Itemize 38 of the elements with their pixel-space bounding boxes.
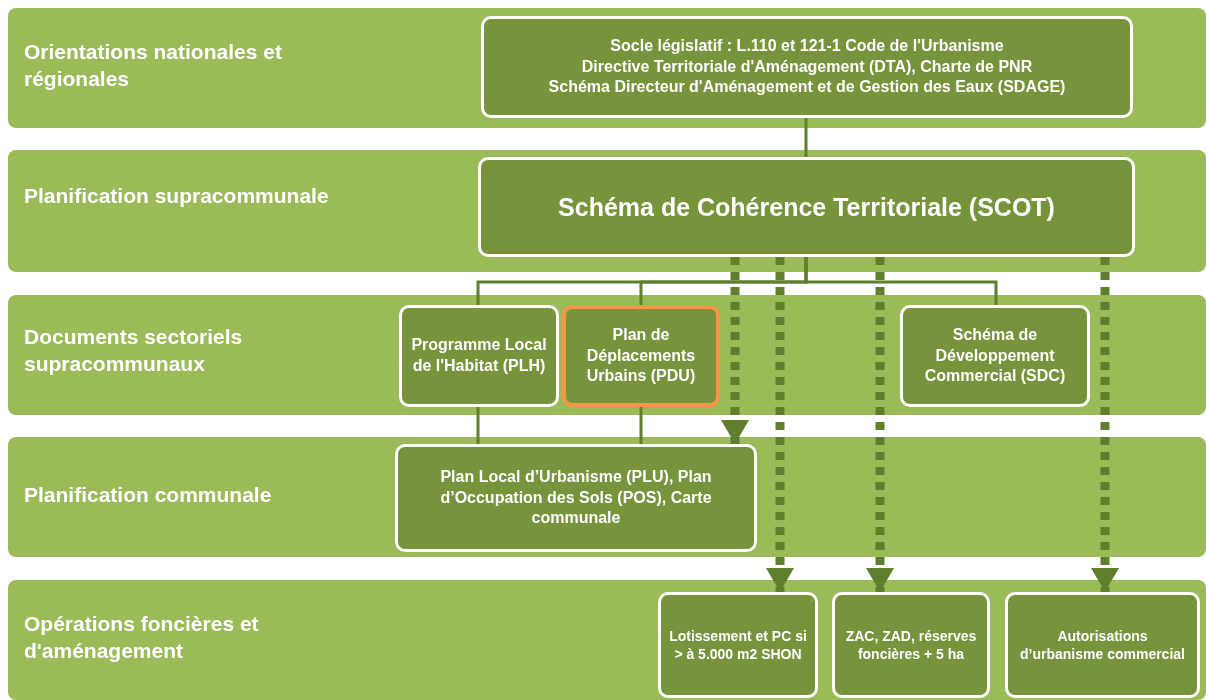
- box-text: Plan Local d’Urbanisme (PLU), Plan d’Occupation des Sols (POS), Carte communale: [439, 466, 713, 529]
- box-text: Schéma Directeur d'Aménagement et de Gestion des Eaux (SDAGE): [548, 77, 1066, 98]
- document-box: [1005, 592, 1200, 698]
- document-box: [900, 305, 1090, 407]
- document-box: [395, 444, 757, 552]
- box-text: Directive Territoriale d'Aménagement (DTA), Charte de PNR: [581, 56, 1033, 77]
- box-text: Programme Local de l'Habitat (PLH): [410, 335, 548, 376]
- level-band: [8, 8, 1206, 128]
- dotted-arrow: [866, 257, 894, 592]
- level-heading: Orientations nationales et régionales: [24, 39, 283, 93]
- document-box: [481, 16, 1133, 118]
- connector-line: [804, 118, 808, 157]
- level-heading: Planification communale: [24, 482, 273, 508]
- box-text: Schéma de Développement Commercial (SDC): [923, 324, 1067, 387]
- level-heading: Opérations foncières et d'aménagement: [24, 611, 260, 665]
- level-band: [8, 437, 1206, 557]
- level-band: [8, 295, 1206, 415]
- document-box: [399, 305, 559, 407]
- level-band: [8, 150, 1206, 272]
- level-heading: Documents sectoriels supracommunaux: [24, 324, 244, 378]
- connector-line: [804, 257, 998, 305]
- box-text: ZAC, ZAD, réserves foncières + 5 ha: [844, 626, 978, 664]
- box-text: Socle législatif : L.110 et 121-1 Code de l'Urbanisme: [610, 35, 1004, 56]
- level-band: [8, 580, 1206, 700]
- connector-line: [476, 407, 480, 444]
- dotted-arrow: [766, 257, 794, 592]
- box-text: Lotissement et PC si > à 5.000 m2 SHON: [668, 626, 808, 664]
- dotted-arrow: [1091, 257, 1119, 592]
- document-box: [562, 305, 720, 407]
- box-text: Autorisations d’urbanisme commercial: [1019, 626, 1186, 664]
- document-box: [478, 157, 1135, 257]
- level-heading: Planification supracommunale: [24, 183, 330, 209]
- document-box: [658, 592, 818, 698]
- connector-line: [639, 407, 643, 444]
- box-text: Plan de Déplacements Urbains (PDU): [585, 324, 697, 387]
- document-box: [832, 592, 990, 698]
- box-text: Schéma de Cohérence Territoriale (SCOT): [558, 191, 1055, 223]
- dotted-arrow: [721, 257, 749, 444]
